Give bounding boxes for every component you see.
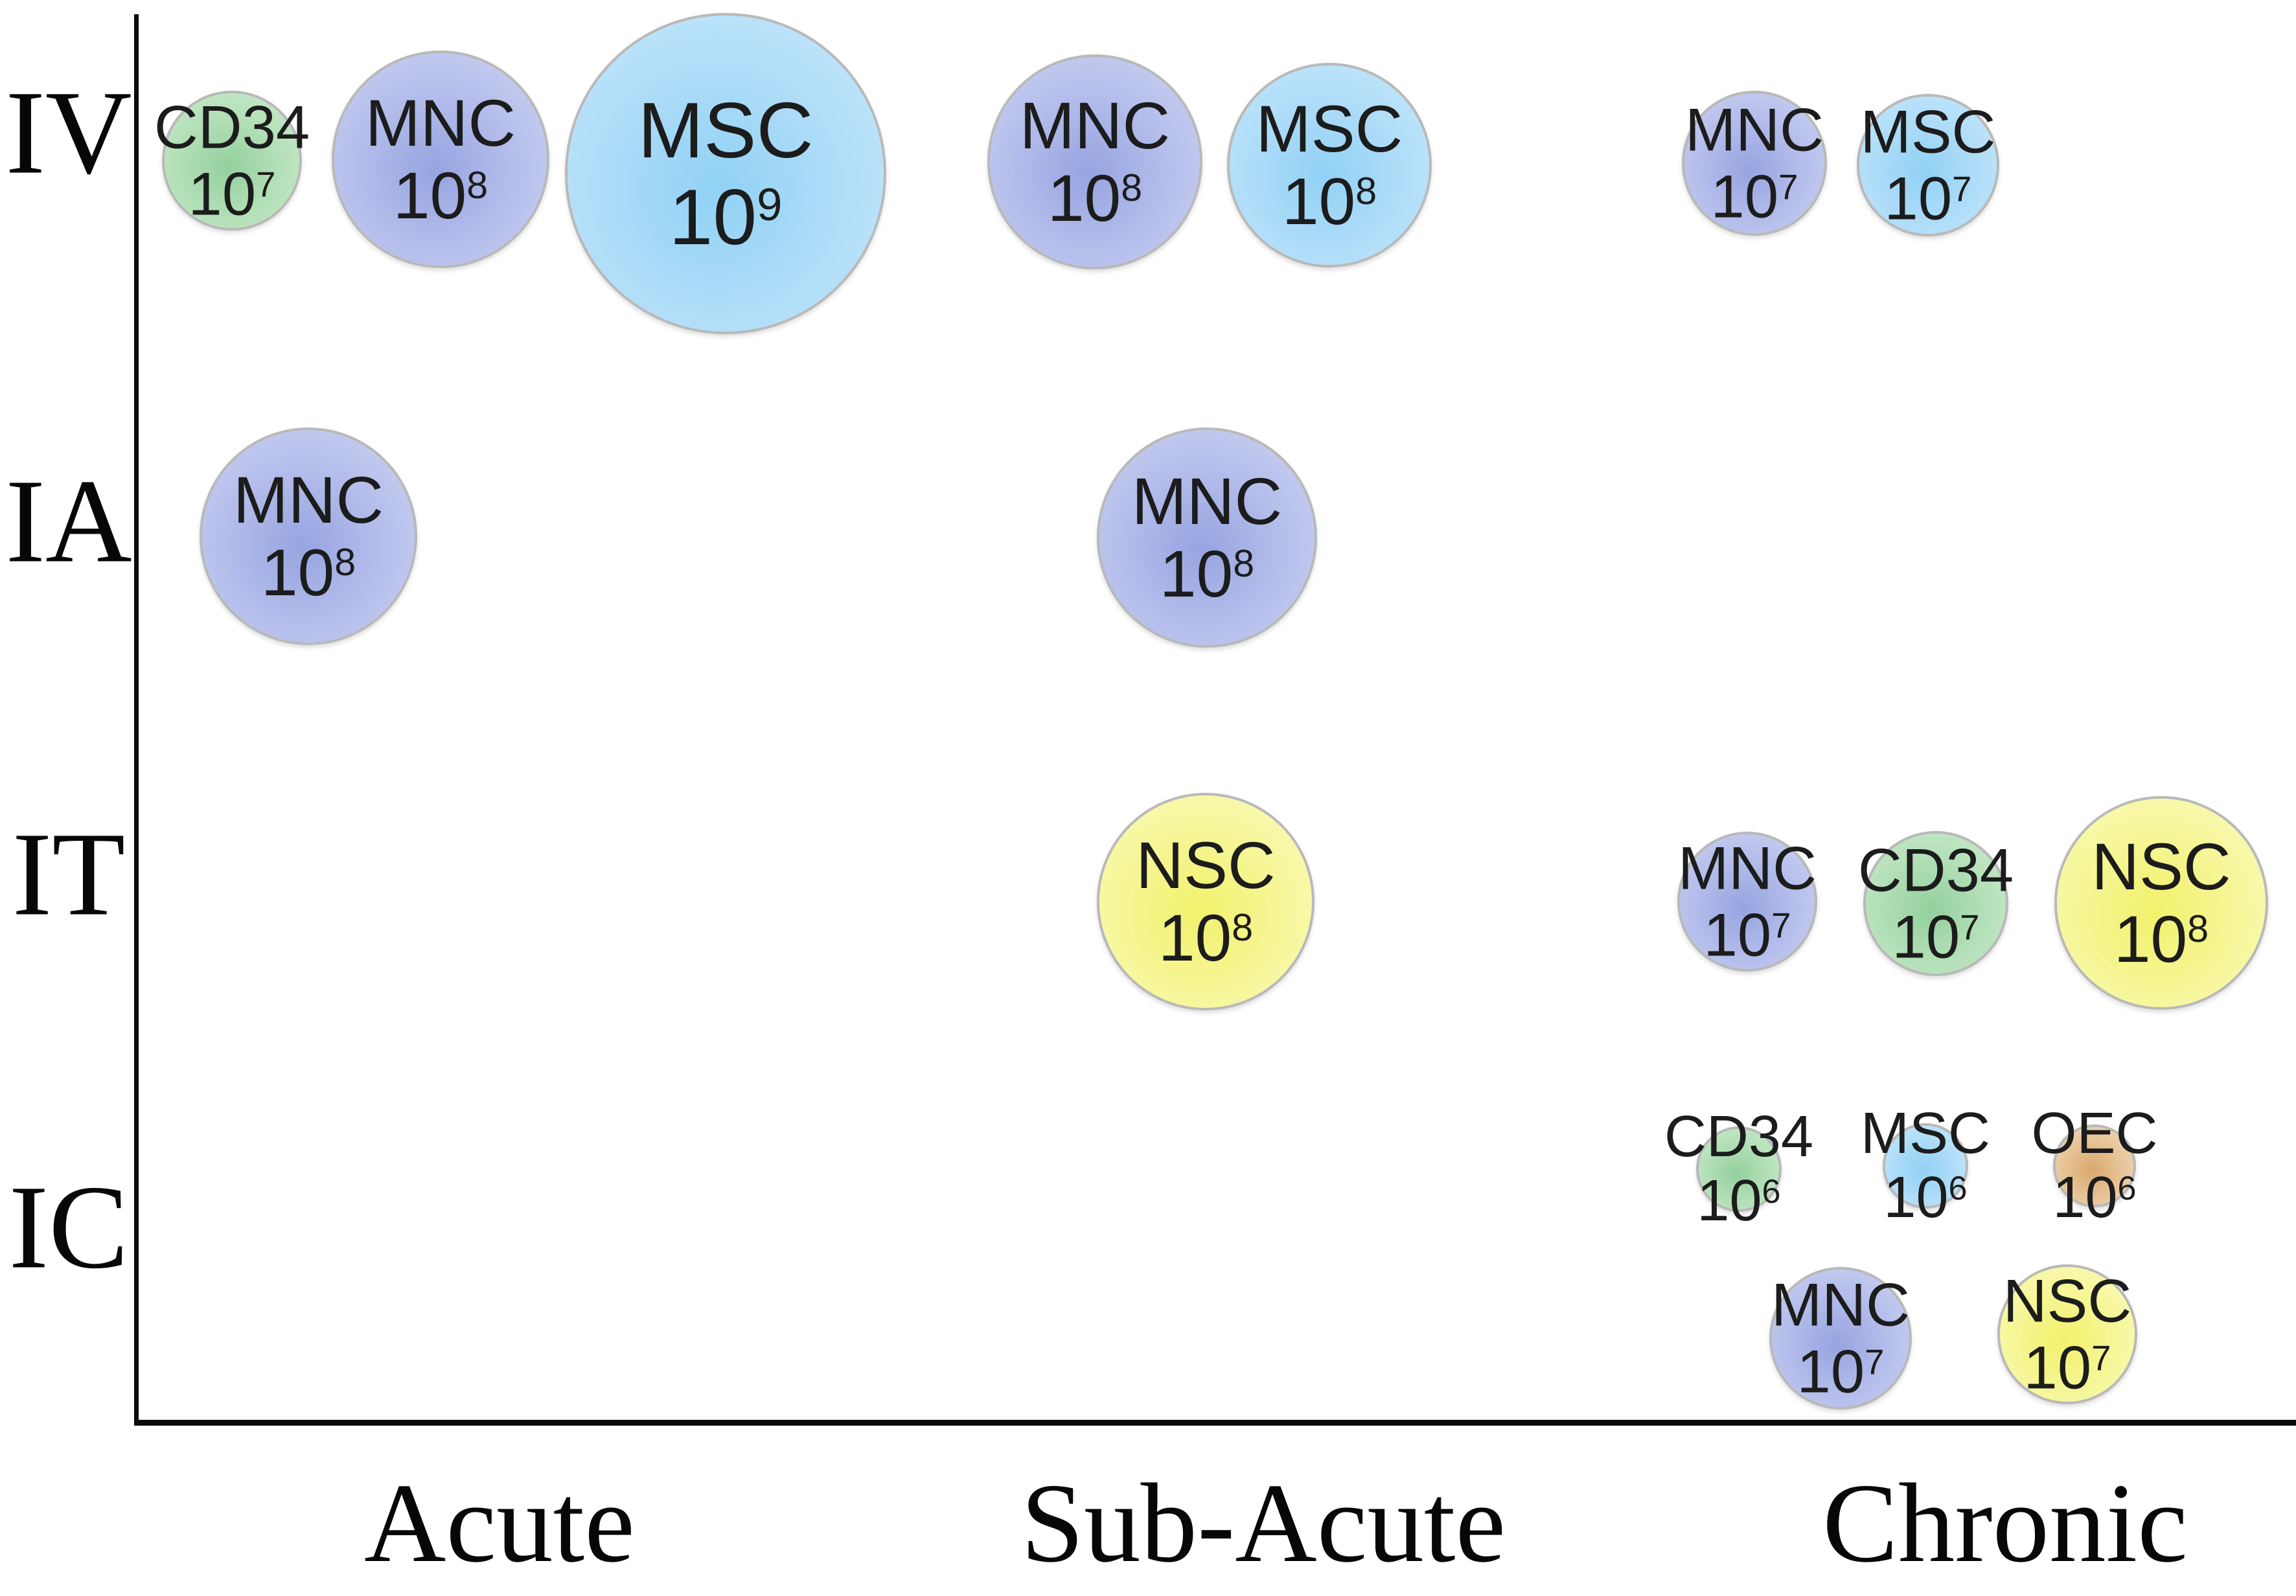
x-axis-line <box>134 1420 2296 1426</box>
x-axis-label-chronic: Chronic <box>1822 1460 2188 1586</box>
bubble-msc-iv-chronic <box>1857 94 1999 236</box>
x-axis-label-sub-acute: Sub-Acute <box>1020 1460 1506 1586</box>
bubble-mnc-it-chronic <box>1677 832 1817 972</box>
y-axis-label-ic: IC <box>8 1161 129 1294</box>
y-axis-label-it: IT <box>12 808 126 941</box>
y-axis-label-iv: IV <box>5 66 132 200</box>
bubble-msc-ic-chronic <box>1883 1123 1968 1209</box>
bubble-nsc-it-chronic <box>2054 796 2268 1010</box>
bubble-mnc-iv-sub-acute <box>987 54 1202 269</box>
bubble-msc-iv-sub-acute <box>1227 63 1432 268</box>
y-axis-label-ia: IA <box>5 455 132 588</box>
bubble-cd34-ic-chronic <box>1696 1126 1782 1212</box>
bubble-mnc-iv-acute <box>332 51 549 268</box>
bubble-oec-ic-chronic <box>2053 1124 2136 1207</box>
bubble-cd34-iv-acute <box>162 91 302 231</box>
bubble-msc-iv-acute <box>565 13 886 334</box>
bubble-mnc-ia-sub-acute <box>1097 428 1317 648</box>
y-axis-line <box>134 14 139 1425</box>
bubble-mnc-iv-chronic <box>1682 91 1827 236</box>
x-axis-label-acute: Acute <box>364 1460 635 1586</box>
bubble-mnc-ia-acute <box>200 428 417 645</box>
bubble-mnc-ic-chronic <box>1769 1267 1912 1409</box>
bubble-nsc-ic-chronic <box>1997 1264 2137 1404</box>
bubble-cd34-it-chronic <box>1863 831 2008 976</box>
bubble-nsc-it-sub-acute <box>1097 793 1314 1010</box>
